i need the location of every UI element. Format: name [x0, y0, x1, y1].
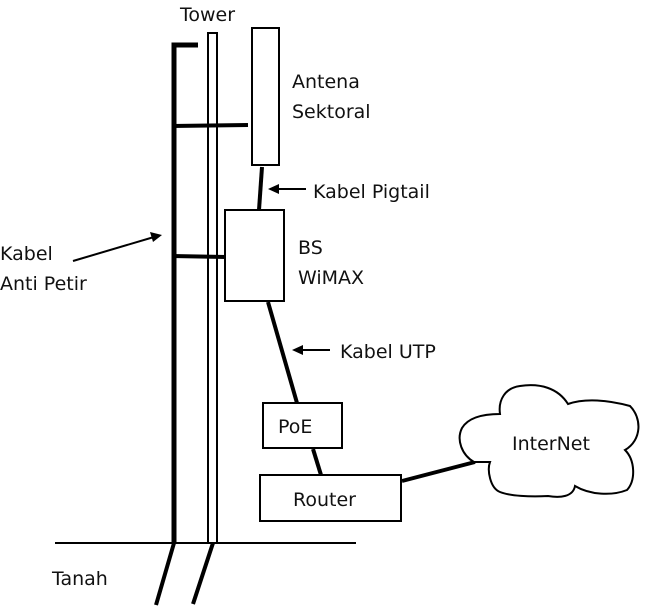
- utp-arrow: [292, 345, 330, 355]
- internet-cloud: [458, 384, 640, 498]
- lightning-to-bs: [171, 254, 227, 259]
- ground-rod-2: [191, 542, 215, 605]
- antenna-box: [251, 27, 280, 166]
- lightning-cable: [171, 42, 198, 543]
- bs-label-line2: WiMAX: [298, 267, 364, 289]
- utp-cable: [266, 301, 299, 404]
- router-label: Router: [293, 489, 356, 511]
- pigtail-label: Kabel Pigtail: [313, 181, 430, 203]
- ground-label: Tanah: [51, 568, 108, 590]
- lightning-arrow: [72, 232, 162, 262]
- pigtail-cable: [257, 166, 264, 211]
- poe-label: PoE: [278, 416, 312, 438]
- lightning-label-line1: Kabel: [0, 243, 53, 265]
- poe-router-cable: [311, 448, 323, 476]
- poe-box: [262, 402, 343, 449]
- bs-wimax-box: [224, 209, 285, 302]
- lightning-to-antenna: [171, 123, 249, 128]
- router-internet-cable: [401, 460, 476, 483]
- antenna-label-line2: Sektoral: [292, 101, 371, 123]
- utp-label: Kabel UTP: [340, 341, 436, 363]
- tower-pole: [207, 32, 218, 544]
- ground-rod-1: [154, 542, 176, 606]
- antenna-label-line1: Antena: [292, 71, 360, 93]
- pigtail-arrow: [268, 184, 306, 194]
- internet-label: InterNet: [512, 433, 590, 455]
- bs-label-line1: BS: [298, 237, 323, 259]
- tower-label: Tower: [179, 4, 235, 26]
- router-box: [259, 474, 402, 522]
- lightning-label-line2: Anti Petir: [0, 273, 87, 295]
